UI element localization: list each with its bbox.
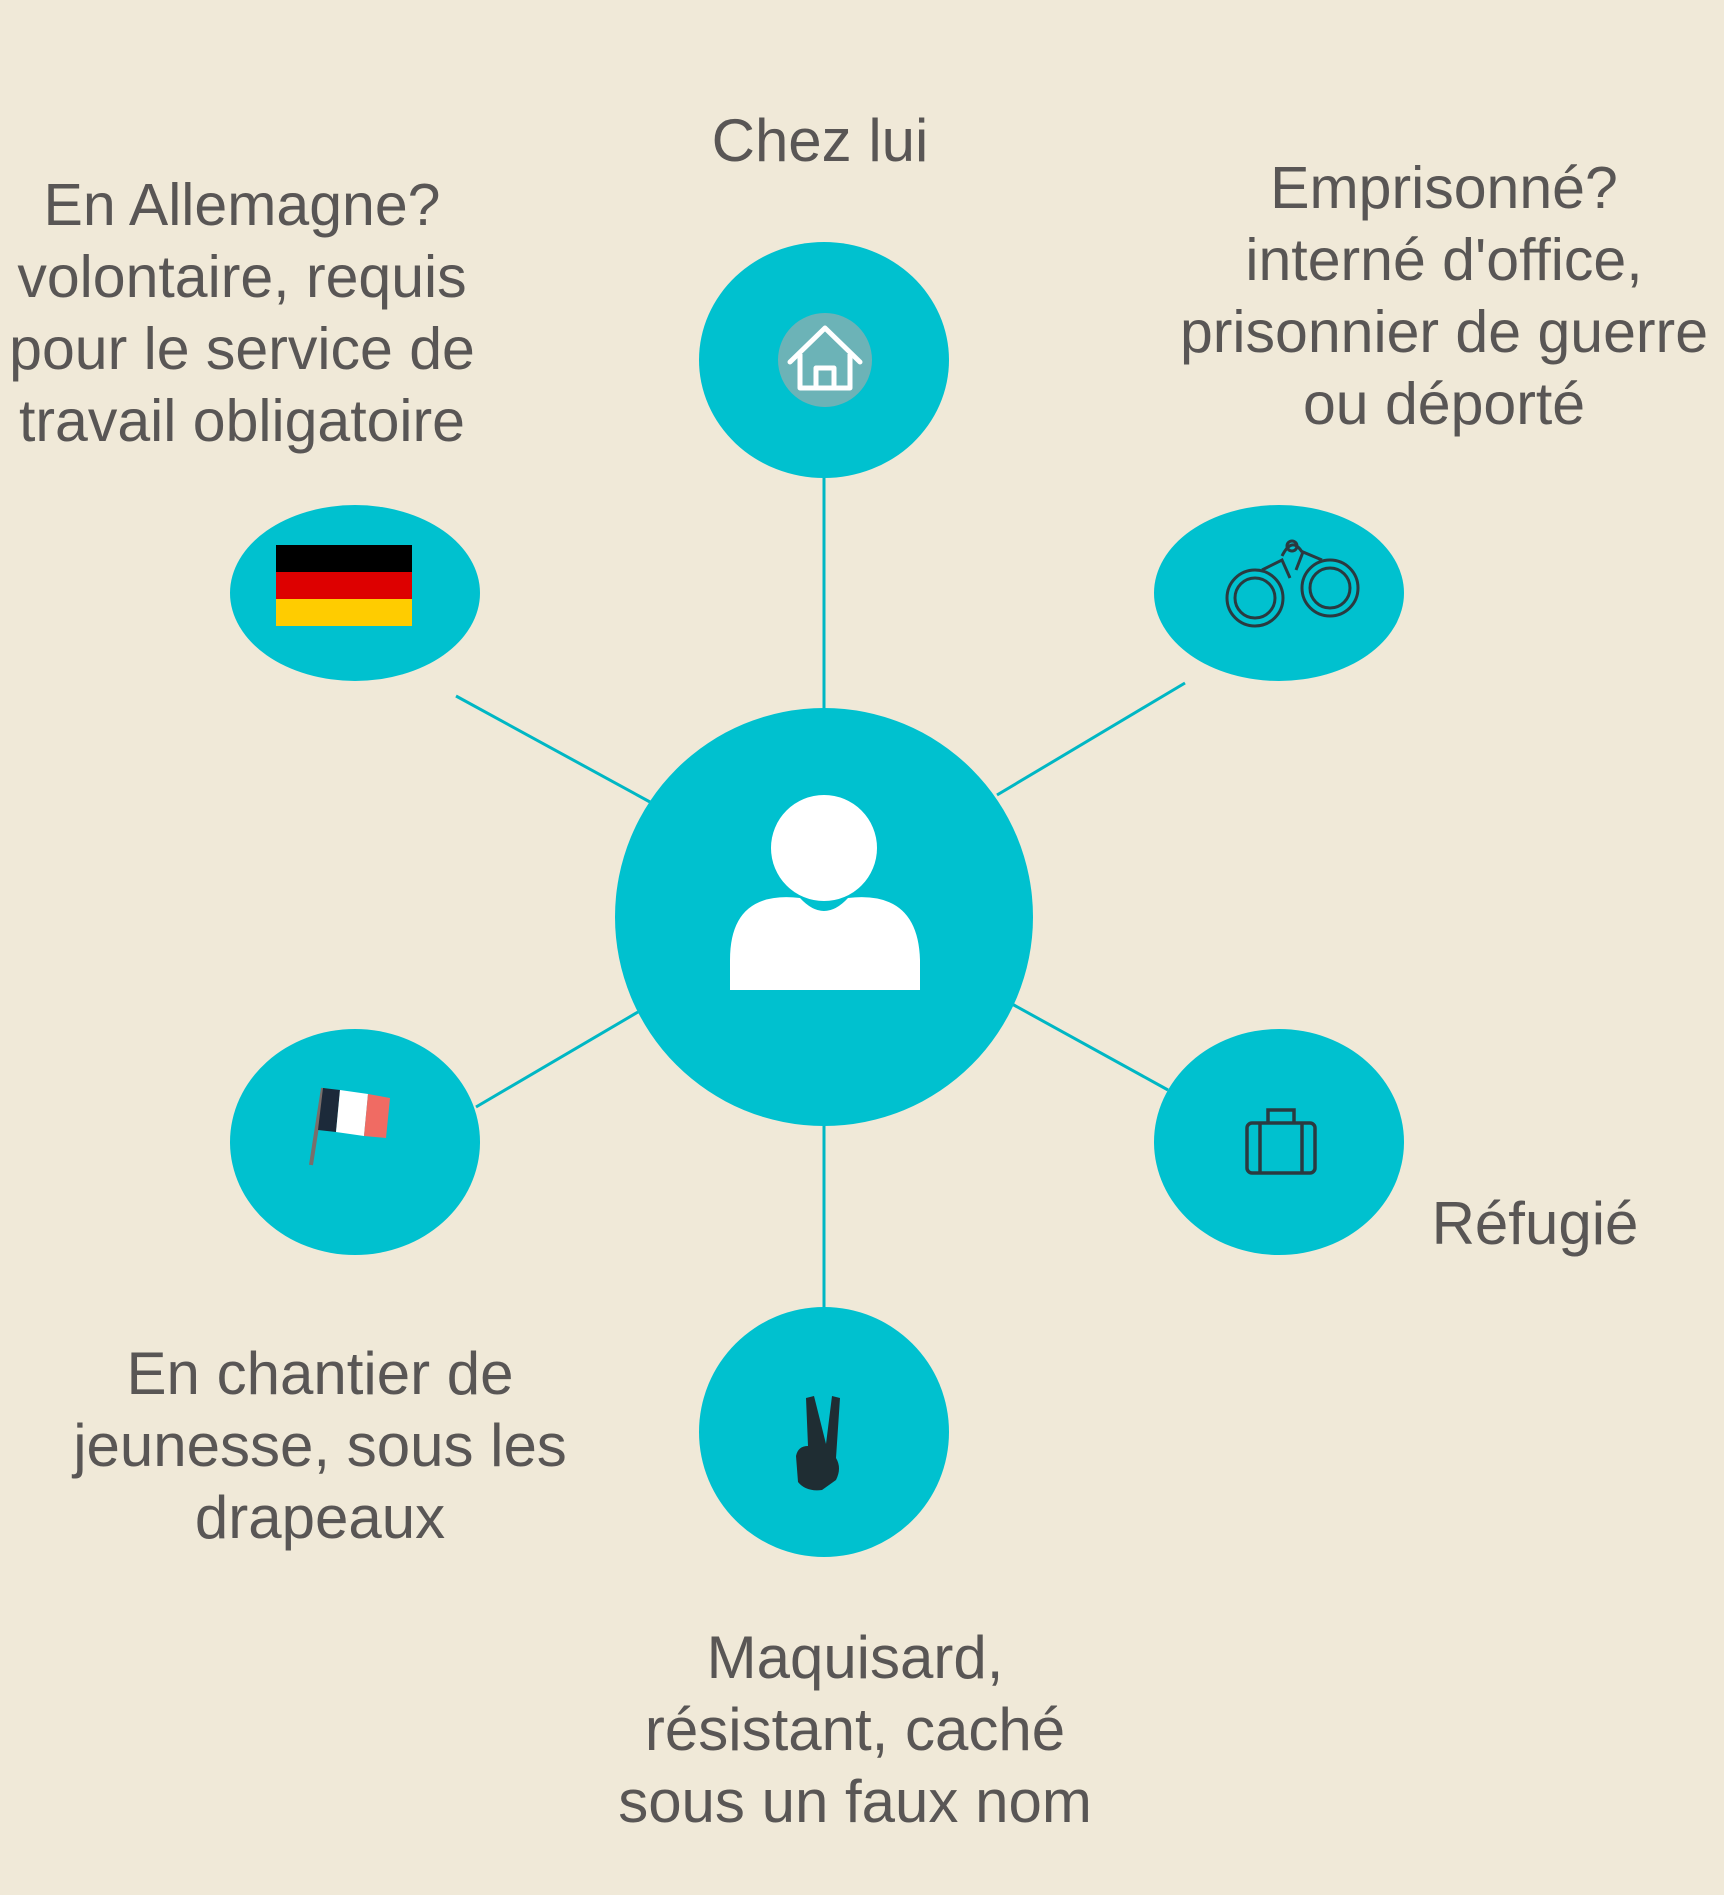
label-line: interné d'office,: [1245, 227, 1643, 293]
label-line: prisonnier de guerre: [1179, 299, 1709, 365]
connector-prison: [996, 681, 1186, 797]
label-line: En Allemagne?: [43, 172, 441, 238]
label-line: En chantier de: [126, 1340, 514, 1407]
house-icon: [778, 313, 872, 407]
label-chantier: En chantier de jeunesse, sous les drapea…: [60, 1338, 580, 1554]
label-line: Emprisonné?: [1270, 155, 1618, 221]
connector-germany: [455, 694, 651, 804]
french-flag-icon: [309, 1087, 390, 1166]
german-flag-icon: [276, 545, 412, 626]
label-home: Chez lui: [600, 105, 1040, 177]
label-line: Maquisard,: [706, 1624, 1004, 1691]
label-line: Réfugié: [1431, 1190, 1639, 1257]
label-germany: En Allemagne? volontaire, requis pour le…: [0, 169, 484, 457]
node-prison[interactable]: [1154, 505, 1404, 681]
node-home[interactable]: [699, 242, 949, 478]
node-germany[interactable]: [230, 505, 480, 681]
victory-hand-icon: [796, 1396, 840, 1491]
label-refugee: Réfugié: [1400, 1188, 1670, 1260]
label-line: volontaire, requis: [17, 244, 467, 310]
label-line: sous un faux nom: [618, 1768, 1092, 1835]
label-line: travail obligatoire: [18, 388, 465, 454]
connector-refugee: [1011, 1002, 1169, 1092]
node-chantier[interactable]: [230, 1029, 480, 1255]
label-line: pour le service de: [9, 316, 475, 382]
label-prison: Emprisonné? interné d'office, prisonnier…: [1154, 152, 1724, 440]
suitcase-icon: [1245, 1108, 1317, 1175]
handcuffs-icon: [1225, 539, 1360, 628]
label-line: ou déporté: [1302, 371, 1586, 437]
person-icon: [730, 795, 920, 990]
node-maquis[interactable]: [699, 1307, 949, 1557]
label-line: résistant, caché: [644, 1696, 1066, 1763]
label-line: Chez lui: [711, 107, 929, 174]
connector-chantier: [475, 1010, 639, 1109]
center-node[interactable]: [615, 708, 1033, 1126]
label-maquis: Maquisard, résistant, caché sous un faux…: [590, 1622, 1120, 1838]
label-line: drapeaux: [194, 1484, 446, 1551]
label-line: jeunesse, sous les: [73, 1412, 567, 1479]
node-refugee[interactable]: [1154, 1029, 1404, 1255]
connectors: [455, 475, 1186, 1308]
